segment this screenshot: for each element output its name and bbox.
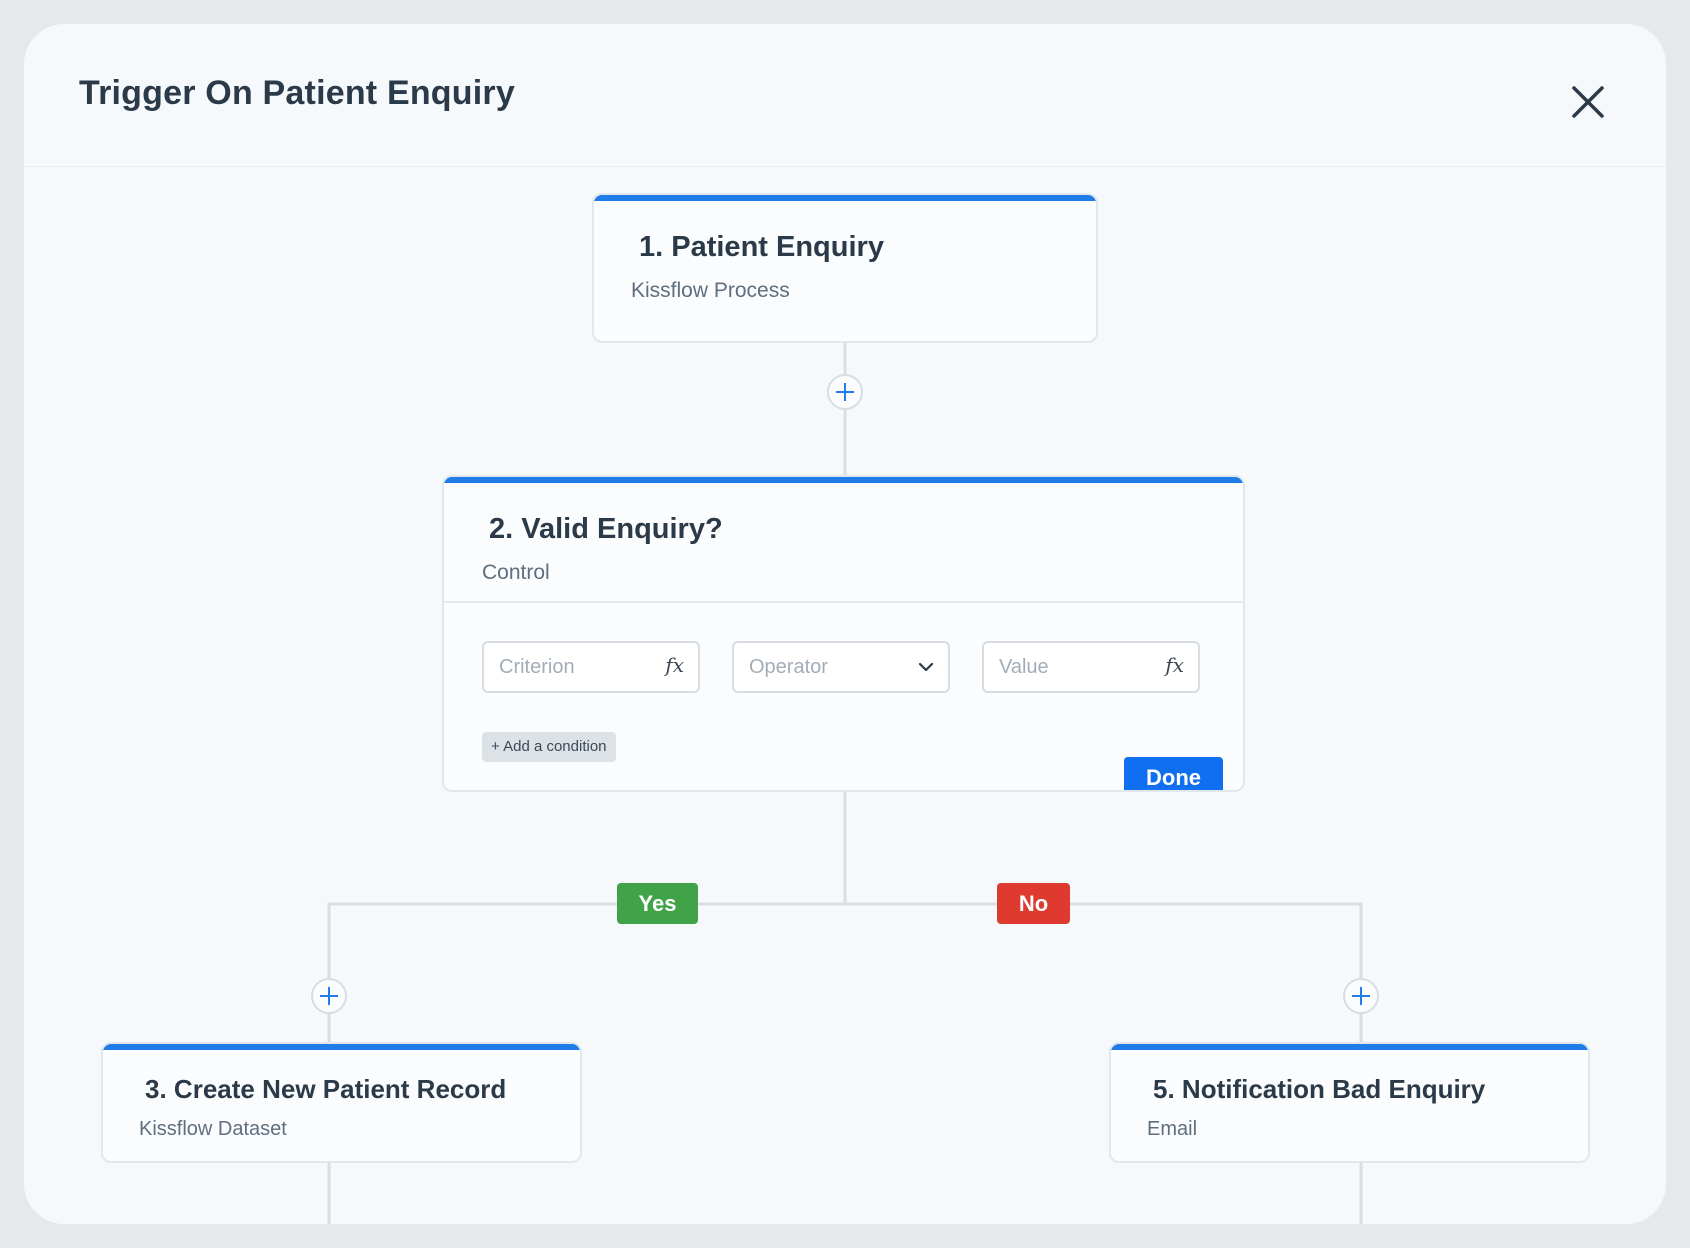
step-title: 1. Patient Enquiry: [639, 231, 884, 264]
fx-icon[interactable]: fx: [665, 653, 684, 677]
flow-connectors: [327, 342, 1363, 1224]
modal-header: Trigger On Patient Enquiry: [24, 24, 1666, 167]
page-title: Trigger On Patient Enquiry: [79, 74, 515, 112]
yes-branch-label: Yes: [617, 883, 698, 924]
step-type: Kissflow Dataset: [139, 1118, 287, 1140]
step-card-create-patient-record[interactable]: 3. Create New Patient Record Kissflow Da…: [101, 1042, 582, 1163]
step-number: 3.: [145, 1074, 167, 1104]
step-title: 3. Create New Patient Record: [145, 1074, 506, 1105]
chevron-down-icon: [918, 662, 934, 672]
done-button[interactable]: Done: [1124, 757, 1223, 790]
step-title: 2. Valid Enquiry?: [489, 513, 723, 546]
step-name: Notification Bad Enquiry: [1181, 1074, 1486, 1104]
add-step-yes-button[interactable]: [311, 978, 347, 1014]
step-name: Valid Enquiry?: [521, 513, 723, 545]
step-number: 1.: [639, 231, 664, 263]
value-input[interactable]: Value fx: [982, 641, 1200, 693]
add-condition-button[interactable]: + Add a condition: [482, 732, 616, 762]
step-title: 5. Notification Bad Enquiry: [1153, 1074, 1485, 1105]
add-step-no-button[interactable]: [1343, 978, 1379, 1014]
operator-select[interactable]: Operator: [732, 641, 950, 693]
no-branch-label: No: [997, 883, 1070, 924]
step-name: Create New Patient Record: [173, 1074, 507, 1104]
operator-placeholder: Operator: [749, 656, 828, 678]
step-number: 5.: [1153, 1074, 1175, 1104]
criterion-placeholder: Criterion: [499, 656, 575, 678]
step-number: 2.: [489, 513, 514, 545]
close-icon[interactable]: [1568, 82, 1608, 122]
value-placeholder: Value: [999, 656, 1049, 678]
step-name: Patient Enquiry: [671, 231, 884, 263]
step-type: Control: [482, 561, 550, 584]
step-card-patient-enquiry[interactable]: 1. Patient Enquiry Kissflow Process: [592, 193, 1098, 343]
step-type: Email: [1147, 1118, 1198, 1140]
step-card-notification-bad-enquiry[interactable]: 5. Notification Bad Enquiry Email: [1109, 1042, 1590, 1163]
step-card-valid-enquiry[interactable]: 2. Valid Enquiry? Control Criterion fx O…: [442, 475, 1245, 792]
fx-icon[interactable]: fx: [1165, 653, 1184, 677]
card-divider: [444, 601, 1243, 603]
criterion-input[interactable]: Criterion fx: [482, 641, 700, 693]
workflow-modal: Trigger On Patient Enquiry 1. Patient: [24, 24, 1666, 1224]
add-step-button[interactable]: [827, 374, 863, 410]
step-type: Kissflow Process: [631, 279, 790, 302]
